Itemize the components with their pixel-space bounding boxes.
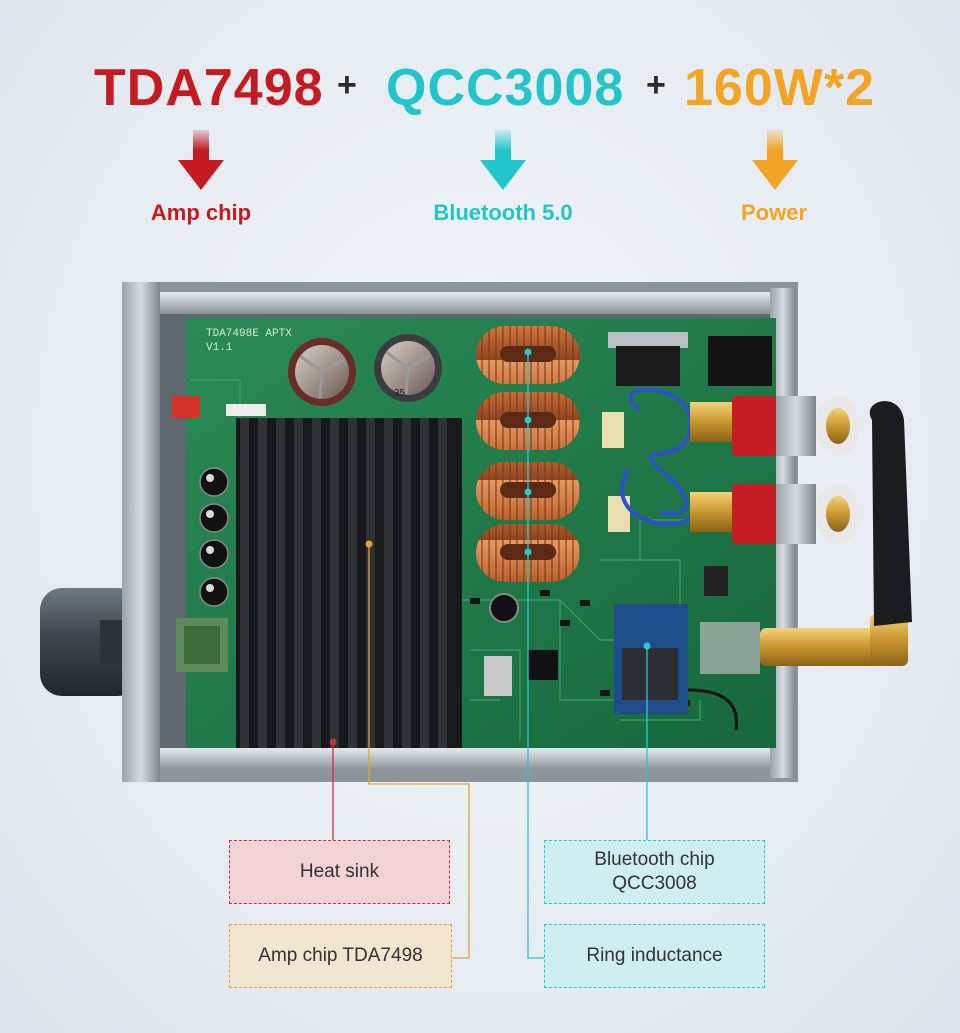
amplifier-board-photo: TDA7498E APTX V1.1 35 xyxy=(40,282,912,782)
board-silk-version: V1.1 xyxy=(206,342,233,354)
headline-plus: + xyxy=(337,66,357,104)
callout-ring-inductance-text: Ring inductance xyxy=(586,945,723,966)
feature-label-amp-chip: Amp chip xyxy=(150,200,252,225)
feature-label-power: Power xyxy=(740,200,808,225)
callout-bluetooth-chip: Bluetooth chip QCC3008 xyxy=(544,840,765,904)
down-arrow-icon xyxy=(752,130,798,190)
callout-bluetooth-chip-line1: Bluetooth chip xyxy=(594,849,715,870)
headline: TDA7498 + QCC3008 + 160W*2 xyxy=(0,58,960,128)
capacitor-label: 35 xyxy=(394,388,406,399)
headline-plus: + xyxy=(646,66,666,104)
callout-amp-chip-text: Amp chip TDA7498 xyxy=(258,945,423,966)
callout-ring-inductance: Ring inductance xyxy=(544,924,765,988)
headline-chip-amp: TDA7498 xyxy=(94,59,324,117)
down-arrow-icon xyxy=(480,130,526,190)
feature-label-bluetooth: Bluetooth 5.0 xyxy=(433,200,573,225)
headline-chip-bt: QCC3008 xyxy=(386,59,625,117)
callout-bluetooth-chip-line2: QCC3008 xyxy=(612,873,697,894)
board-silk-label: TDA7498E APTX xyxy=(206,328,292,340)
headline-power: 160W*2 xyxy=(684,59,875,117)
down-arrow-icon xyxy=(178,130,224,190)
callout-heat-sink-text: Heat sink xyxy=(299,861,380,882)
callout-amp-chip: Amp chip TDA7498 xyxy=(229,924,452,988)
callout-heat-sink: Heat sink xyxy=(229,840,450,904)
